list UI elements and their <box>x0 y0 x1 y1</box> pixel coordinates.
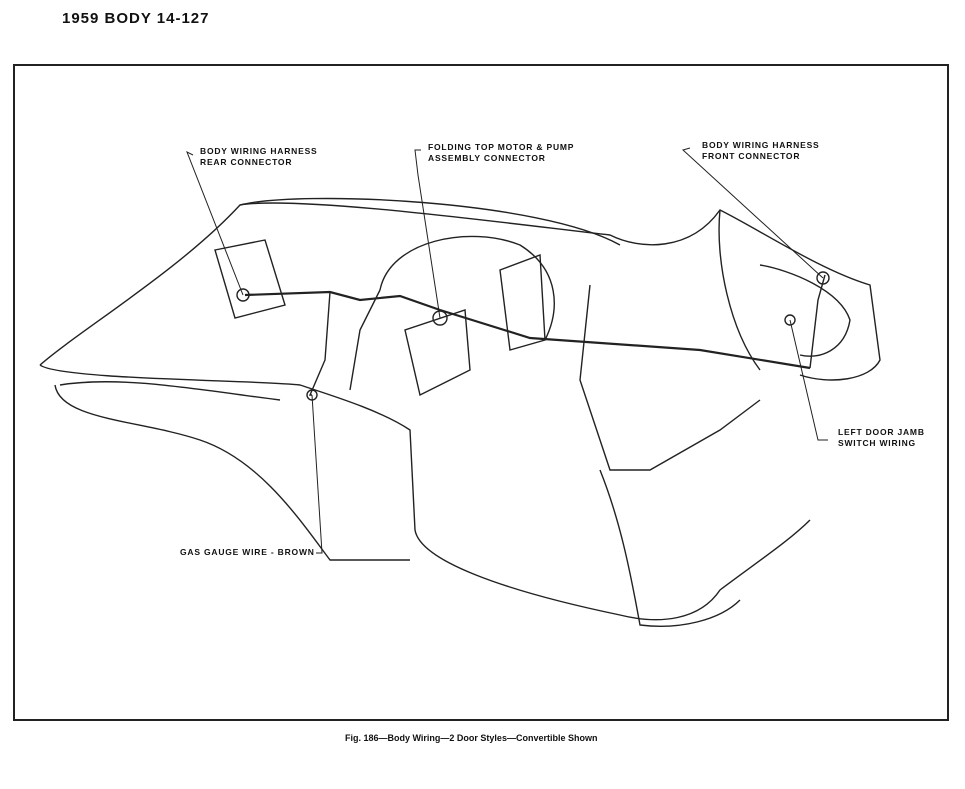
label-line: LEFT DOOR JAMB <box>838 427 925 437</box>
label-rear-connector: BODY WIRING HARNESS REAR CONNECTOR <box>200 146 318 168</box>
label-front-connector: BODY WIRING HARNESS FRONT CONNECTOR <box>702 140 820 162</box>
label-line: BODY WIRING HARNESS <box>702 140 820 150</box>
label-line: SWITCH WIRING <box>838 438 916 448</box>
label-line: FOLDING TOP MOTOR & PUMP <box>428 142 575 152</box>
label-line: FRONT CONNECTOR <box>702 151 801 161</box>
label-gas-gauge: GAS GAUGE WIRE - BROWN <box>180 547 315 557</box>
page-header: 1959 BODY 14-127 <box>62 10 210 27</box>
label-line: ASSEMBLY CONNECTOR <box>428 153 546 163</box>
label-folding-top: FOLDING TOP MOTOR & PUMP ASSEMBLY CONNEC… <box>428 142 574 164</box>
label-line: BODY WIRING HARNESS <box>200 146 318 156</box>
label-line: REAR CONNECTOR <box>200 157 293 167</box>
figure-frame <box>13 64 949 721</box>
label-door-jamb: LEFT DOOR JAMB SWITCH WIRING <box>838 427 925 449</box>
figure-caption: Fig. 186—Body Wiring—2 Door Styles—Conve… <box>345 733 598 743</box>
